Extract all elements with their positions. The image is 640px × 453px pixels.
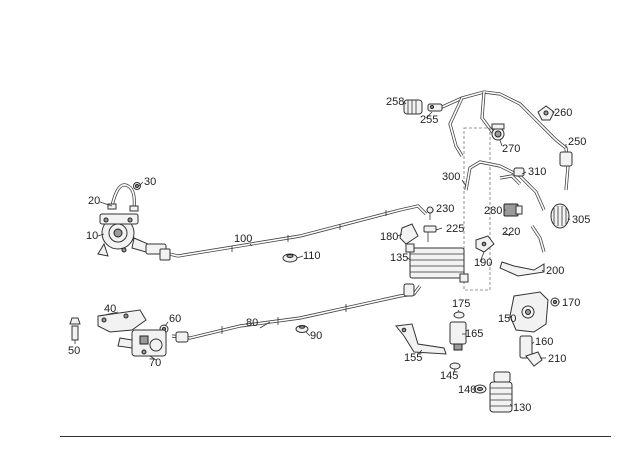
callout-110: 110 — [303, 250, 321, 262]
callout-260: 260 — [554, 107, 573, 119]
nut-175-part[interactable] — [453, 311, 465, 319]
callout-210: 210 — [548, 353, 567, 365]
connector-255-part[interactable] — [427, 103, 443, 112]
callout-310: 310 — [528, 166, 547, 178]
callout-80: 80 — [246, 317, 259, 329]
callout-200: 200 — [546, 265, 565, 277]
callout-30: 30 — [144, 176, 157, 188]
callout-190: 190 — [474, 257, 493, 269]
callout-100: 100 — [234, 233, 253, 245]
callout-145: 145 — [440, 370, 459, 382]
hose-100-part[interactable] — [145, 204, 428, 261]
seal-140-part[interactable] — [473, 384, 487, 394]
nut-145-part[interactable] — [449, 362, 461, 370]
callout-250: 250 — [568, 136, 587, 148]
pump-bracket-part[interactable] — [107, 183, 139, 212]
sensor-50-part[interactable] — [69, 317, 81, 341]
cap-260-part[interactable] — [537, 105, 555, 121]
callout-300: 300 — [442, 171, 461, 183]
callout-180: 180 — [380, 231, 399, 243]
valve-270-part[interactable] — [491, 123, 505, 141]
callout-20: 20 — [88, 195, 101, 207]
callout-305: 305 — [572, 214, 591, 226]
air-pump-part[interactable] — [97, 213, 149, 257]
callout-50: 50 — [68, 345, 81, 357]
valve-70-part[interactable] — [117, 329, 167, 357]
callout-170: 170 — [562, 297, 581, 309]
hose-310-part[interactable] — [499, 167, 525, 186]
cap-170-part[interactable] — [550, 297, 560, 307]
clip-190-part[interactable] — [475, 235, 495, 253]
callout-135: 135 — [390, 252, 409, 264]
page-baseline-divider — [60, 436, 611, 437]
callout-225: 225 — [446, 223, 465, 235]
hose-80-part[interactable] — [171, 283, 422, 343]
valve-165-part[interactable] — [449, 321, 467, 351]
callout-150: 150 — [498, 313, 517, 325]
sensor-280-part[interactable] — [503, 203, 523, 217]
callout-160: 160 — [535, 336, 554, 348]
callout-90: 90 — [310, 330, 323, 342]
sensor-160-part[interactable] — [519, 335, 533, 359]
bracket-210-part[interactable] — [525, 351, 543, 367]
bolt-230-part[interactable] — [426, 206, 434, 220]
hose-220-part[interactable] — [530, 225, 546, 253]
filter-258-part[interactable] — [403, 99, 423, 115]
callout-60: 60 — [169, 313, 182, 325]
housing-150-part[interactable] — [509, 291, 549, 333]
callout-280: 280 — [484, 205, 503, 217]
bolt-225-part[interactable] — [423, 225, 437, 242]
callout-175: 175 — [452, 298, 471, 310]
cooler-135-part[interactable] — [405, 243, 469, 283]
filter-130-part[interactable] — [489, 371, 513, 413]
callout-10: 10 — [86, 230, 99, 242]
callout-140: 140 — [458, 384, 477, 396]
bracket-155-part[interactable] — [395, 323, 447, 355]
callout-230: 230 — [436, 203, 455, 215]
callout-155: 155 — [404, 352, 423, 364]
callout-130: 130 — [513, 402, 532, 414]
bracket-180-part[interactable] — [399, 223, 419, 245]
bracket-200-part[interactable] — [499, 261, 545, 277]
callout-165: 165 — [465, 328, 484, 340]
callout-270: 270 — [502, 143, 521, 155]
callout-258: 258 — [386, 96, 405, 108]
callout-70: 70 — [149, 357, 162, 369]
callout-255: 255 — [420, 114, 439, 126]
grommet-90-part[interactable] — [295, 325, 309, 333]
valve-bracket-40-part[interactable] — [97, 309, 147, 333]
filter-305-part[interactable] — [550, 203, 570, 229]
grommet-110-part[interactable] — [282, 253, 298, 263]
callout-220: 220 — [502, 226, 521, 238]
callout-leaders — [74, 101, 571, 407]
hose-300-part[interactable] — [464, 160, 546, 211]
callout-40: 40 — [104, 303, 117, 315]
clip-part[interactable] — [133, 182, 141, 190]
